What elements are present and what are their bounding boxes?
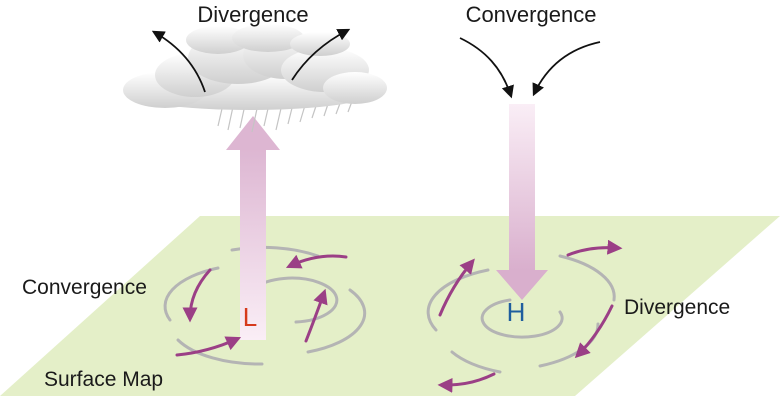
surface-map-label: Surface Map	[44, 368, 163, 391]
low-center-letter: L	[243, 302, 257, 332]
sinking-air-arrow	[496, 104, 548, 300]
high-center-letter: H	[507, 297, 526, 327]
rising-air-arrow	[226, 116, 280, 340]
upper-convergence-arrows	[459, 37, 601, 99]
high-outflow-arrows	[437, 239, 623, 393]
top-divergence-label: Divergence	[197, 2, 308, 27]
low-isobars	[163, 245, 367, 366]
high-pressure-system: H	[426, 104, 623, 393]
upper-divergence-arrows	[151, 28, 351, 93]
thunderstorm-cloud-icon	[123, 24, 387, 133]
surface-divergence-label: Divergence	[624, 296, 730, 319]
surface-convergence-label: Convergence	[22, 276, 147, 299]
low-pressure-system: L	[163, 116, 367, 366]
low-inflow-arrows	[175, 254, 348, 357]
top-convergence-label: Convergence	[466, 2, 597, 27]
